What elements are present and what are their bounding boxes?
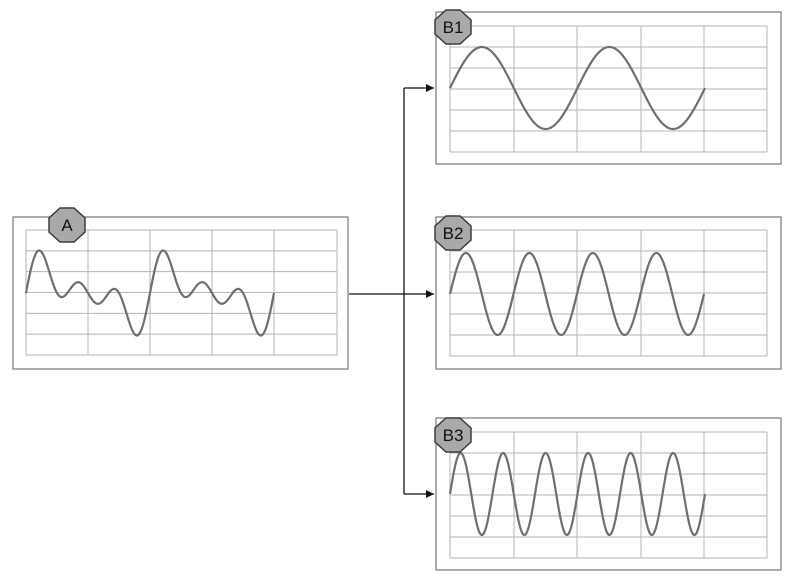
octagon-badge-icon — [48, 207, 86, 243]
panel-a: A — [12, 207, 349, 370]
octagon-badge-icon — [434, 9, 472, 45]
panel-b1: B1 — [434, 9, 782, 165]
octagon-badge-icon — [434, 215, 472, 251]
octagon-badge-icon — [434, 417, 472, 453]
panel-b2-label: B2 — [443, 224, 464, 243]
panel-b3-frame — [435, 417, 782, 571]
connectors — [349, 84, 434, 498]
panel-b3-waveform — [448, 451, 707, 537]
panel-b1-waveform — [449, 45, 706, 131]
panel-b3-label: B3 — [443, 426, 464, 445]
panel-a-badge: A — [48, 207, 86, 243]
panel-a-label: A — [61, 216, 73, 235]
panel-a-waveform — [24, 249, 276, 337]
panel-b1-badge: B1 — [434, 9, 472, 45]
panel-b2-waveform — [448, 251, 706, 337]
panel-b1-label: B1 — [443, 18, 464, 37]
panel-b2-badge: B2 — [434, 215, 472, 251]
panel-b1-grid — [449, 25, 768, 153]
panel-b3: B3 — [434, 417, 782, 571]
panel-b2: B2 — [434, 215, 782, 370]
panel-b1-frame — [435, 11, 782, 165]
panel-b3-badge: B3 — [434, 417, 472, 453]
